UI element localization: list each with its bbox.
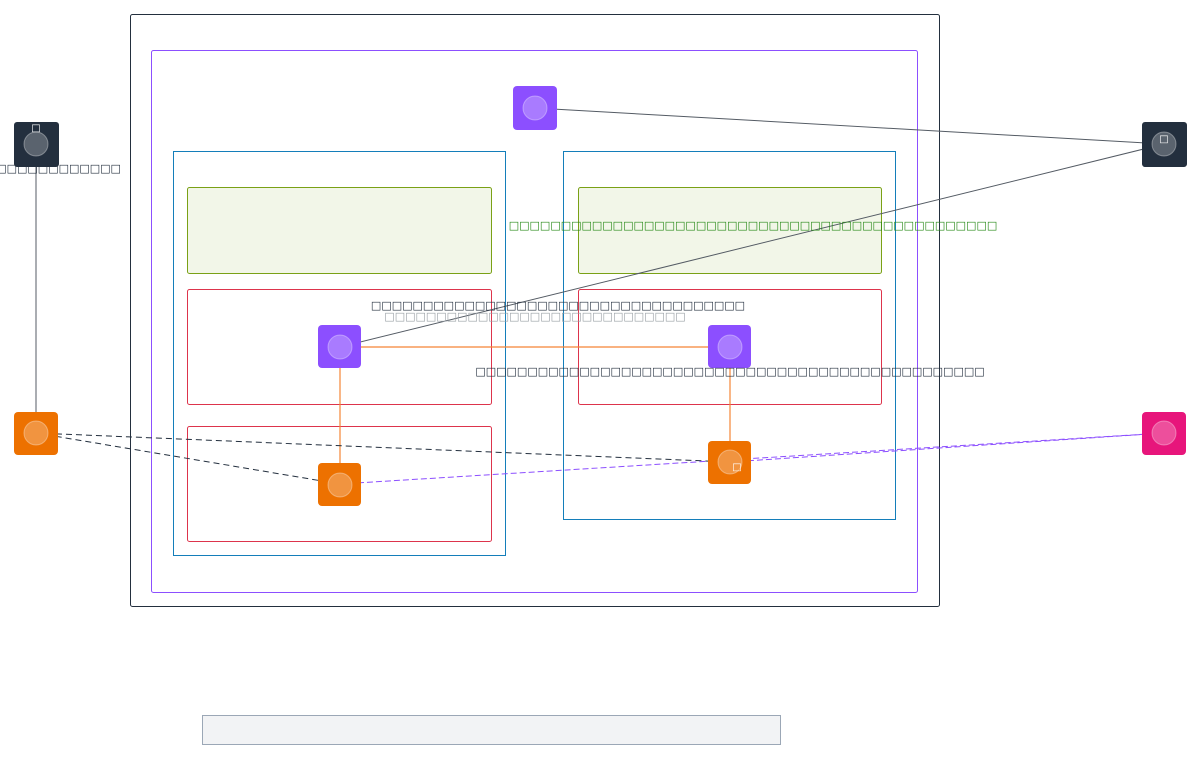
edge-right-actor-to-node-a: [339, 143, 1165, 350]
left-actor-label: □□□□□□□□□□□□□□□: [0, 162, 121, 175]
private-subnet-b-label: □□□□□□□□□□□□□□□□□□□□□□□□□□□□□□□□□□□□□□□□…: [475, 365, 984, 378]
edge-compute-b-to-security: [729, 429, 1165, 463]
lambda-icon[interactable]: [14, 412, 58, 455]
client-icon-glyph: □: [1159, 134, 1168, 145]
legend-box: [202, 715, 781, 745]
public-subnet-a: [187, 187, 492, 274]
ec2-instance-icon-b[interactable]: □: [708, 441, 751, 484]
internet-gateway-icon[interactable]: [513, 86, 557, 130]
availability-zone-a: [173, 151, 506, 556]
load-balancer-icon-b[interactable]: [708, 325, 751, 368]
edge-left-compute-to-compute-b: [35, 432, 731, 466]
public-subnet-b-label: □□□□□□□□□□□□□□□□□□□□□□□□□□□□□□□□□□□□□□□□…: [509, 219, 997, 232]
ec2-instance-icon-b-glyph: □: [732, 462, 741, 473]
ec2-instance-icon-a[interactable]: [318, 463, 361, 506]
security-icon[interactable]: [1142, 412, 1186, 455]
availability-zone-b: [563, 151, 896, 520]
user-icon[interactable]: □: [14, 122, 59, 167]
private-subnet-a-label: □□□□□□□□□□□□□□□□□□□□□□□□□□□□□□□□□□□□: [371, 299, 745, 312]
load-balancer-icon-a[interactable]: [318, 325, 361, 368]
user-icon-glyph: □: [31, 123, 40, 134]
edge-left-compute-to-compute-a: [35, 432, 341, 487]
public-subnet-b: [578, 187, 882, 274]
edge-compute-a-to-security: [339, 429, 1165, 485]
edge-right-actor-to-gateway: [534, 104, 1165, 145]
private-subnet-a-secondary-label: □□□□□□□□□□□□□□□□□□□□□□□□□□□□□: [384, 310, 685, 323]
client-icon[interactable]: □: [1142, 122, 1187, 167]
vpc-group: [151, 50, 918, 593]
